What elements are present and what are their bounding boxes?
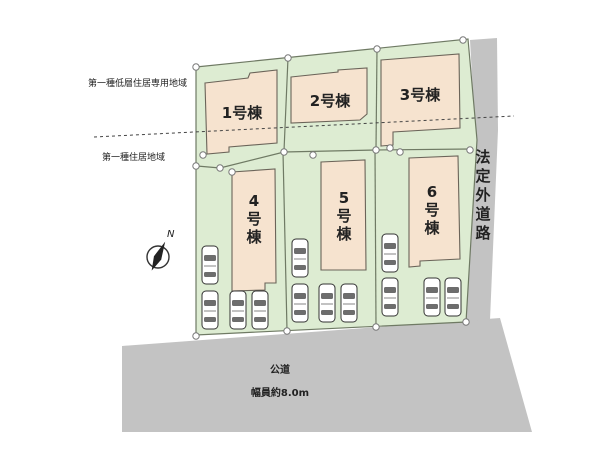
boundary-pin [199,151,207,159]
house-1-label: 1号棟 [222,104,263,122]
house-5-label: 5 号 棟 [336,189,352,243]
boundary-pin [459,36,467,44]
house-5-outline [320,159,367,271]
house-2-label: 2号棟 [310,92,351,110]
parked-car-icon [229,290,247,330]
boundary-pin [396,148,404,156]
boundary-pin [372,323,380,331]
parking-cars [201,233,462,330]
east-road-label-char: 道 [475,205,490,223]
parked-car-icon [340,283,358,323]
boundary-pin [462,318,470,326]
parked-car-icon [318,283,336,323]
house-2-outline [290,67,368,124]
boundary-pin [373,45,381,53]
parked-car-icon [251,290,269,330]
house-5-label-go: 号 [336,207,351,225]
boundary-pin [216,164,224,172]
houses [204,53,461,292]
house-6-label-number: 6 [427,183,437,201]
house-6-label-go: 号 [424,201,439,219]
house-4-label-number: 4 [249,192,259,210]
east-road-label-char: 外 [474,186,490,204]
house-1-outline [204,69,278,155]
boundary-pin [283,327,291,335]
house-3-outline [380,53,461,147]
parked-car-icon [423,277,441,317]
public-road-width: 幅員約8.0m [251,386,309,399]
house-6-outline [408,155,461,268]
east-road-label-char: 法 [475,148,490,166]
boundary-pin [192,63,200,71]
boundary-pin [192,332,200,340]
boundary-pin [466,146,474,154]
zone-boundary-line [93,115,515,138]
boundary-pin [280,148,288,156]
parked-car-icon [291,238,309,278]
compass-needle-icon [151,241,166,271]
house-5-label-number: 5 [339,189,349,207]
house-3-label: 3号棟 [400,86,441,104]
boundary-pin [284,54,292,62]
house-4-label-to: 棟 [246,228,262,246]
boundary-pin [372,146,380,154]
parked-car-icon [381,233,399,273]
house-5-label-to: 棟 [336,225,352,243]
north-arrow: N [146,229,175,271]
compass-north-label: N [167,229,175,240]
east-road-label-char: 路 [475,224,491,242]
zone-lower-label: 第一種住居地域 [102,151,165,163]
zone-upper-label: 第一種低層住居専用地域 [88,77,187,89]
compass-ring [146,245,170,269]
east-road-label-char: 定 [475,167,490,185]
public-road [122,318,532,432]
parked-car-icon [291,283,309,323]
parked-car-icon [444,277,462,317]
house-6-label-to: 棟 [424,219,440,237]
house-4-label-go: 号 [246,210,261,228]
parked-car-icon [201,245,219,285]
boundary-pin [309,151,317,159]
parked-car-icon [381,277,399,317]
boundary-pin [192,162,200,170]
boundary-pin [228,168,236,176]
public-road-name: 公道 [270,363,290,376]
parked-car-icon [201,290,219,330]
house-6-label: 6 号 棟 [424,183,440,237]
boundary-pins [192,36,474,340]
boundary-pin [386,144,394,152]
house-4-label: 4 号 棟 [246,192,262,246]
